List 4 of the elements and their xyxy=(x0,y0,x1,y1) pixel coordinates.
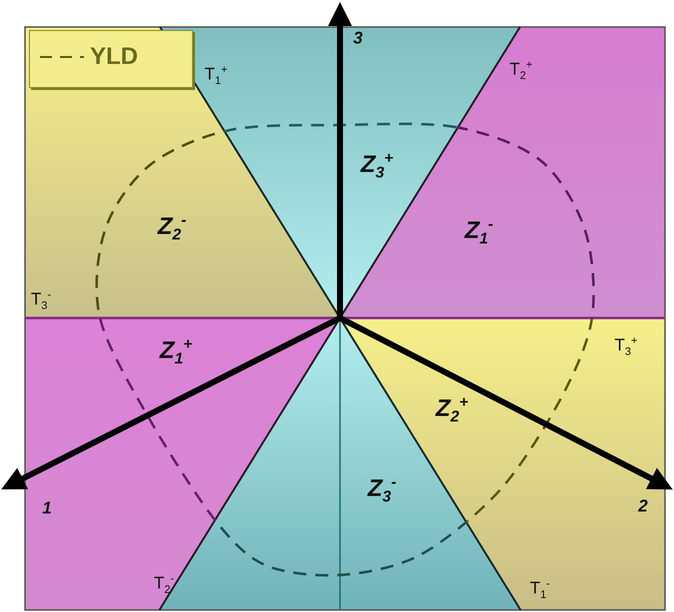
axis-label: 1 xyxy=(42,500,52,516)
legend-label: YLD xyxy=(90,43,138,71)
axis-label: 2 xyxy=(638,498,648,514)
axis-label: 3 xyxy=(353,30,363,46)
